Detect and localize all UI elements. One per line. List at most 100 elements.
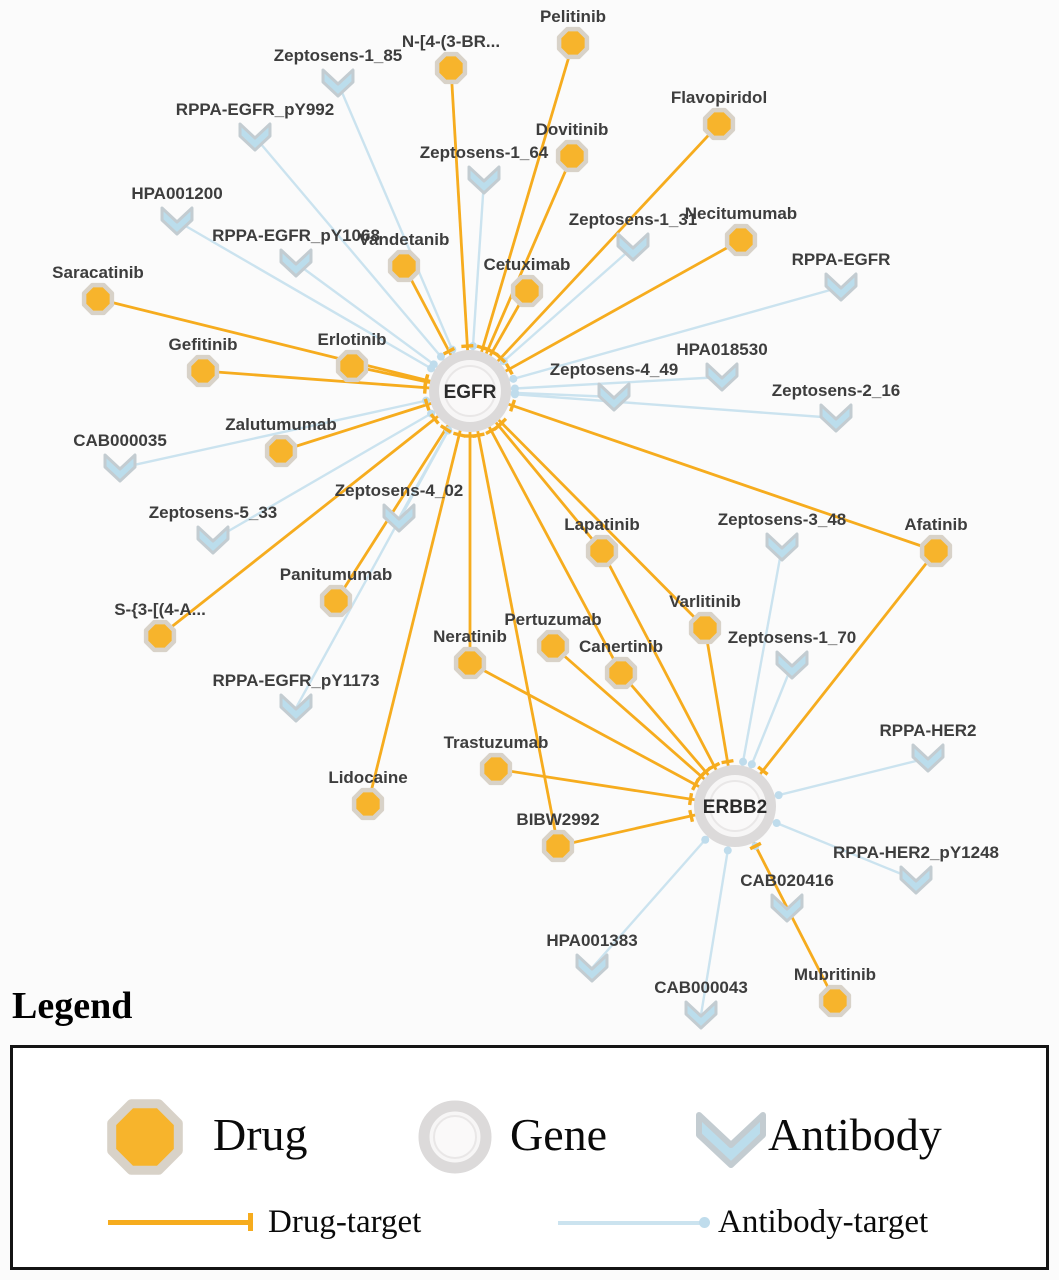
drug-node-gefitinib[interactable] bbox=[186, 354, 220, 388]
gene-icon-inner bbox=[433, 1115, 477, 1159]
antibody-target-dot bbox=[510, 390, 519, 399]
drug-node-pelitinib[interactable] bbox=[556, 26, 590, 60]
drug-octagon-icon bbox=[536, 629, 570, 663]
antibody-node-zeptosens-3-48[interactable] bbox=[765, 532, 799, 562]
drug-node-lapatinib[interactable] bbox=[585, 534, 619, 568]
legend-label-gene: Gene bbox=[510, 1109, 608, 1160]
drug-node-trastuzumab[interactable] bbox=[479, 752, 513, 786]
drug-node-varlitinib[interactable] bbox=[688, 611, 722, 645]
drug-target-tee bbox=[429, 413, 440, 425]
drug-node-n-4-3-br[interactable] bbox=[434, 51, 468, 85]
drug-node-s-3-4-a[interactable] bbox=[143, 619, 177, 653]
drug-node-saracatinib[interactable] bbox=[81, 282, 115, 316]
drug-node-erlotinib[interactable] bbox=[335, 349, 369, 383]
drug-target-tee bbox=[749, 841, 762, 851]
antibody-label-rppa-egfr: RPPA-EGFR bbox=[792, 250, 891, 269]
drug-node-dovitinib[interactable] bbox=[555, 139, 589, 173]
drug-node-flavopiridol[interactable] bbox=[702, 107, 736, 141]
drug-node-zalutumumab[interactable] bbox=[264, 434, 298, 468]
antibody-node-hpa001383[interactable] bbox=[575, 953, 609, 983]
antibody-label-zeptosens-3-48: Zeptosens-3_48 bbox=[718, 510, 847, 529]
drug-node-panitumumab[interactable] bbox=[319, 584, 353, 618]
drug-label-zalutumumab: Zalutumumab bbox=[225, 415, 336, 434]
legend-label-antibody: Antibody bbox=[768, 1109, 942, 1160]
legend-label-drug-target: Drug-target bbox=[268, 1204, 422, 1240]
drug-node-afatinib[interactable] bbox=[919, 534, 953, 568]
antibody-node-rppa-egfr-py992[interactable] bbox=[238, 122, 272, 152]
antibody-node-cab020416[interactable] bbox=[770, 893, 804, 923]
drug-target-edge-afatinib bbox=[733, 550, 938, 807]
drug-target-tee bbox=[688, 809, 695, 823]
drug-node-vandetanib[interactable] bbox=[387, 249, 421, 283]
drug-target-edge-canertinib bbox=[468, 390, 623, 674]
antibody-node-hpa001200[interactable] bbox=[160, 206, 194, 236]
gene-inner-circle bbox=[709, 780, 761, 832]
gene-icon bbox=[418, 1100, 492, 1174]
drug-node-mubritinib[interactable] bbox=[818, 984, 852, 1018]
drug-octagon-icon bbox=[541, 829, 575, 863]
antibody-chevron-icon bbox=[899, 865, 933, 895]
antibody-chevron-icon bbox=[103, 453, 137, 483]
drug-node-cetuximab[interactable] bbox=[510, 274, 544, 308]
drug-node-neratinib[interactable] bbox=[453, 646, 487, 680]
legend-box: Drug Gene Antibody Drug-target Antibody-… bbox=[10, 1045, 1049, 1270]
drug-target-tee bbox=[691, 778, 700, 791]
antibody-node-zeptosens-1-31[interactable] bbox=[616, 232, 650, 262]
antibody-label-zeptosens-4-49: Zeptosens-4_49 bbox=[550, 360, 679, 379]
antibody-node-zeptosens-2-16[interactable] bbox=[819, 403, 853, 433]
drug-octagon-icon bbox=[510, 274, 544, 308]
antibody-chevron-icon bbox=[824, 272, 858, 302]
antibody-node-rppa-egfr-py1068[interactable] bbox=[279, 248, 313, 278]
drug-target-edge-afatinib bbox=[469, 389, 937, 553]
antibody-node-zeptosens-5-33[interactable] bbox=[196, 525, 230, 555]
antibody-node-rppa-egfr-py1173[interactable] bbox=[279, 693, 313, 723]
antibody-target-edge-zeptosens-2-16 bbox=[469, 389, 837, 420]
drug-target-tee bbox=[423, 398, 431, 411]
drug-octagon-icon bbox=[604, 656, 638, 690]
antibody-chevron-icon bbox=[196, 525, 230, 555]
drug-octagon-icon bbox=[434, 51, 468, 85]
antibody-node-zeptosens-1-70[interactable] bbox=[775, 650, 809, 680]
drug-octagon-icon bbox=[585, 534, 619, 568]
antibody-node-zeptosens-4-02[interactable] bbox=[382, 503, 416, 533]
drug-octagon-icon bbox=[919, 534, 953, 568]
drug-target-edge-bibw2992 bbox=[468, 390, 560, 847]
drug-target-edge-n-4-3-br bbox=[449, 67, 472, 392]
antibody-node-zeptosens-1-85[interactable] bbox=[321, 68, 355, 98]
gene-node-egfr[interactable]: EGFR bbox=[429, 350, 511, 432]
antibody-node-zeptosens-4-49[interactable] bbox=[597, 382, 631, 412]
drug-target-tee-sample bbox=[248, 1213, 253, 1231]
antibody-node-rppa-egfr[interactable] bbox=[824, 272, 858, 302]
drug-target-edge-flavopiridol bbox=[468, 123, 721, 392]
antibody-label-hpa001383: HPA001383 bbox=[546, 931, 637, 950]
antibody-chevron-icon bbox=[770, 893, 804, 923]
antibody-node-rppa-her2-py1248[interactable] bbox=[899, 865, 933, 895]
drug-target-tee bbox=[496, 417, 508, 429]
antibody-node-zeptosens-1-64[interactable] bbox=[467, 165, 501, 195]
antibody-label-rppa-egfr-py992: RPPA-EGFR_pY992 bbox=[176, 100, 334, 119]
drug-node-necitumumab[interactable] bbox=[724, 223, 758, 257]
antibody-node-cab000043[interactable] bbox=[684, 1000, 718, 1030]
antibody-label-rppa-her2: RPPA-HER2 bbox=[880, 721, 977, 740]
drug-target-tee bbox=[504, 363, 514, 376]
drug-node-pertuzumab[interactable] bbox=[536, 629, 570, 663]
drug-node-canertinib[interactable] bbox=[604, 656, 638, 690]
drug-octagon-icon bbox=[319, 584, 353, 618]
drug-target-edge-s-3-4-a bbox=[159, 389, 471, 638]
drug-node-lidocaine[interactable] bbox=[351, 787, 385, 821]
drug-label-erlotinib: Erlotinib bbox=[318, 330, 387, 349]
gene-node-erbb2[interactable]: ERBB2 bbox=[694, 765, 776, 847]
drug-target-tee bbox=[495, 352, 507, 364]
antibody-node-rppa-her2[interactable] bbox=[911, 743, 945, 773]
antibody-node-hpa018530[interactable] bbox=[705, 362, 739, 392]
drug-label-gefitinib: Gefitinib bbox=[169, 335, 238, 354]
drug-node-bibw2992[interactable] bbox=[541, 829, 575, 863]
drug-target-tee bbox=[485, 426, 498, 436]
drug-target-tee bbox=[461, 344, 474, 349]
edge-marker-layer bbox=[422, 342, 783, 855]
drug-icon bbox=[107, 1099, 183, 1175]
drug-octagon-icon bbox=[556, 26, 590, 60]
antibody-node-cab000035[interactable] bbox=[103, 453, 137, 483]
drug-label-trastuzumab: Trastuzumab bbox=[444, 733, 549, 752]
